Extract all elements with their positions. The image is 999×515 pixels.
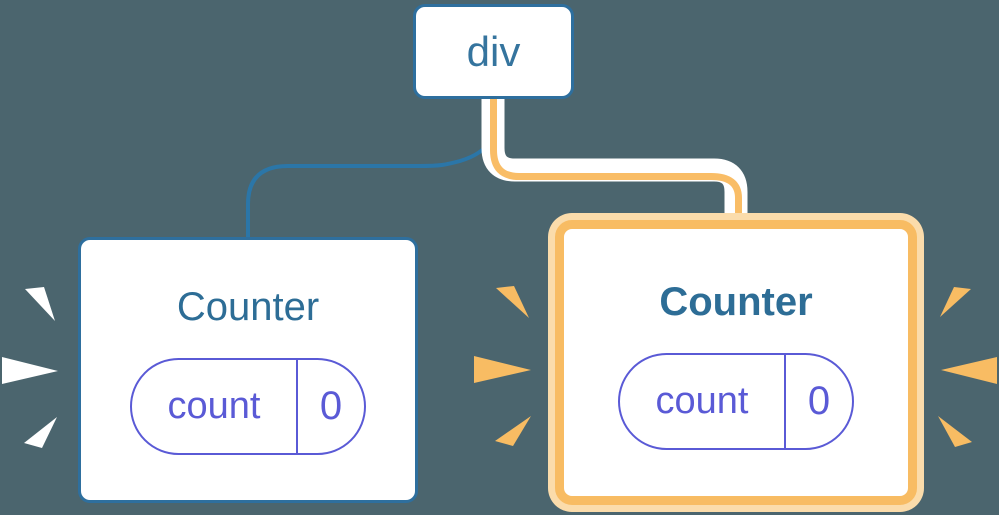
state-value: 0	[296, 360, 364, 453]
burst-icon	[940, 287, 971, 317]
state-key: count	[167, 385, 261, 427]
burst-icon	[24, 417, 57, 448]
state-pill: count 0	[130, 358, 366, 455]
counter-card-right-highlight-ring: Counter count 0	[548, 213, 924, 512]
burst-marks-right-card-left	[474, 286, 531, 446]
node-label: div	[466, 27, 521, 75]
edge-div-to-right-counter-halo	[481, 98, 748, 218]
edge-div-to-left-counter	[246, 99, 501, 240]
burst-icon	[2, 357, 58, 384]
counter-card-right: Counter count 0	[555, 220, 917, 505]
burst-marks-right-card-right	[938, 287, 997, 447]
tree-node-div: div	[413, 4, 574, 99]
burst-icon	[474, 356, 531, 383]
burst-icon	[495, 416, 531, 446]
burst-icon	[941, 357, 997, 384]
burst-icon	[938, 416, 972, 447]
burst-icon	[496, 286, 529, 318]
state-value: 0	[784, 355, 852, 448]
component-title: Counter	[176, 285, 320, 329]
edge-div-to-right-counter	[490, 98, 742, 218]
state-pill: count 0	[618, 353, 854, 450]
component-title: Counter	[659, 280, 813, 324]
counter-card-left: Counter count 0	[78, 237, 418, 503]
state-key: count	[655, 380, 749, 422]
burst-marks-left-card	[2, 287, 58, 448]
burst-icon	[25, 287, 55, 321]
